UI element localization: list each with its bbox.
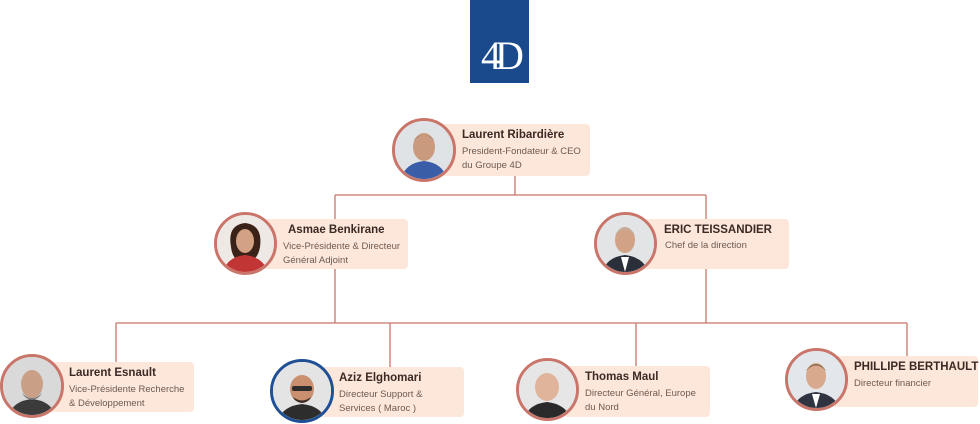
avatar-laurent-ribardiere — [392, 118, 456, 182]
person-photo — [597, 215, 654, 272]
person-role: Directeur Support & Services ( Maroc ) — [339, 389, 423, 414]
person-role: Vice-Présidente & Directeur Général Adjo… — [283, 241, 401, 266]
person-role: Chef de la direction — [665, 240, 747, 251]
person-role: President-Fondateur & CEO du Groupe 4D — [462, 146, 581, 171]
person-name: Aziz Elghomari — [339, 372, 422, 384]
person-photo — [273, 362, 331, 420]
card-phillipe-berthault: PHILLIPE BERTHAULT Directeur financier — [832, 356, 978, 407]
person-name: Laurent Esnault — [69, 367, 156, 379]
person-role: Directeur Général, Europe du Nord — [585, 388, 696, 413]
person-name: PHILLIPE BERTHAULT — [854, 361, 979, 373]
card-laurent-esnault: Laurent Esnault Vice-Présidente Recherch… — [48, 362, 194, 412]
person-name: ERIC TEISSANDIER — [664, 224, 772, 236]
person-name: Asmae Benkirane — [288, 224, 385, 236]
avatar-thomas-maul — [516, 358, 579, 421]
person-photo — [217, 215, 274, 272]
avatar-phillipe-berthault — [785, 348, 848, 411]
logo-text: 4D — [481, 33, 524, 78]
person-role: Vice-Présidente Recherche & Développemen… — [69, 384, 185, 409]
card-eric-teissandier: ERIC TEISSANDIER Chef de la direction — [642, 219, 789, 269]
card-aziz-elghomari: Aziz Elghomari Directeur Support & Servi… — [318, 367, 464, 417]
card-laurent-ribardiere: Laurent Ribardière President-Fondateur &… — [440, 124, 590, 176]
person-photo — [519, 361, 576, 418]
avatar-eric-teissandier — [594, 212, 657, 275]
person-role: Directeur financier — [854, 378, 932, 389]
avatar-laurent-esnault — [0, 354, 64, 418]
person-photo — [3, 357, 61, 415]
company-logo: 4D — [470, 0, 529, 83]
person-photo — [788, 351, 845, 408]
avatar-aziz-elghomari — [270, 359, 334, 423]
person-photo — [395, 121, 453, 179]
card-asmae-benkirane: Asmae Benkirane Vice-Présidente & Direct… — [262, 219, 408, 269]
card-thomas-maul: Thomas Maul Directeur Général, Europe du… — [564, 366, 710, 417]
avatar-asmae-benkirane — [214, 212, 277, 275]
person-name: Thomas Maul — [585, 371, 659, 383]
person-name: Laurent Ribardière — [462, 129, 565, 141]
